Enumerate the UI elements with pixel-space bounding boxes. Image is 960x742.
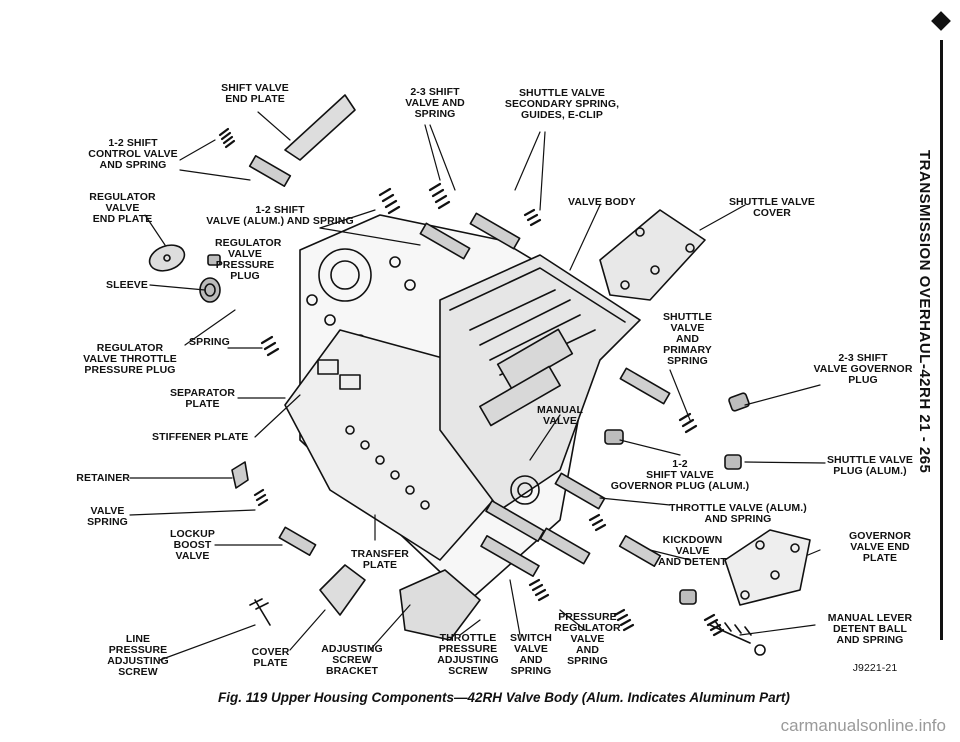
plugs <box>207 254 750 605</box>
label-line-pressure-adjusting-screw: LINE PRESSURE ADJUSTING SCREW <box>107 633 169 678</box>
label-2-3-shift-valve: 2-3 SHIFT VALVE AND SPRING <box>405 86 465 120</box>
label-manual-lever-detent: MANUAL LEVER DETENT BALL AND SPRING <box>827 612 913 646</box>
label-shuttle-valve-primary-spring: SHUTTLE VALVE AND PRIMARY SPRING <box>662 311 713 367</box>
figure-caption: Fig. 119 Upper Housing Components—42RH V… <box>218 690 790 705</box>
label-pressure-regulator-valve: PRESSURE REGULATOR VALVE AND SPRING <box>554 611 621 667</box>
figure-code: J9221-21 <box>852 662 898 674</box>
label-1-2-governor-plug: 1-2 SHIFT VALVE GOVERNOR PLUG (ALUM.) <box>610 458 750 492</box>
label-valve-spring: VALVE SPRING <box>87 505 128 528</box>
label-kickdown-valve: KICKDOWN VALVE AND DETENT <box>658 534 727 568</box>
label-switch-valve: SWITCH VALVE AND SPRING <box>509 632 552 677</box>
governor-valve-end-plate <box>724 529 811 606</box>
label-lockup-boost-valve: LOCKUP BOOST VALVE <box>170 528 215 562</box>
label-throttle-valve: THROTTLE VALVE (ALUM.) AND SPRING <box>669 502 807 525</box>
leader-lines <box>129 111 826 661</box>
label-manual-valve: MANUAL VALVE <box>536 404 584 427</box>
watermark: carmanualsonline.info <box>780 716 946 735</box>
shift-valve-end-plate <box>284 94 356 161</box>
label-shuttle-valve-secondary-spring: SHUTTLE VALVE SECONDARY SPRING, GUIDES, … <box>504 87 620 121</box>
label-separator-plate: SEPARATOR PLATE <box>169 387 236 410</box>
label-2-3-shift-governor-plug: 2-3 SHIFT VALVE GOVERNOR PLUG <box>813 352 913 386</box>
label-valve-body: VALVE BODY <box>568 196 636 208</box>
label-shift-valve-end-plate: SHIFT VALVE END PLATE <box>221 82 289 105</box>
valve-spools <box>248 155 671 577</box>
label-1-2-shift-control-valve: 1-2 SHIFT CONTROL VALVE AND SPRING <box>88 137 178 171</box>
springs <box>218 127 725 637</box>
label-regulator-valve-pressure-plug: REGULATOR VALVE PRESSURE PLUG <box>215 237 282 282</box>
label-transfer-plate: TRANSFER PLATE <box>351 548 409 571</box>
regulator-valve-end-plate <box>148 244 186 272</box>
detent-ball <box>754 644 766 656</box>
label-1-2-shift-valve-alum: 1-2 SHIFT VALVE (ALUM.) AND SPRING <box>206 204 354 227</box>
label-cover-plate: COVER PLATE <box>251 646 290 669</box>
label-sleeve: SLEEVE <box>105 279 148 291</box>
label-spring: SPRING <box>189 336 230 348</box>
retainer <box>231 461 249 489</box>
valve-body <box>439 254 641 511</box>
label-throttle-pressure-adjusting-screw: THROTTLE PRESSURE ADJUSTING SCREW <box>437 632 499 677</box>
label-regulator-valve-end-plate: REGULATOR VALVE END PLATE <box>89 191 156 225</box>
shuttle-valve-cover <box>599 209 706 301</box>
label-adjusting-screw-bracket: ADJUSTING SCREW BRACKET <box>321 643 383 677</box>
label-governor-valve-end-plate: GOVERNOR VALVE END PLATE <box>848 530 912 564</box>
label-regulator-valve-throttle-plug: REGULATOR VALVE THROTTLE PRESSURE PLUG <box>83 342 177 376</box>
label-shuttle-valve-plug: SHUTTLE VALVE PLUG (ALUM.) <box>826 454 914 477</box>
page-edge-rule <box>940 40 943 640</box>
adjusting-screw-bracket <box>399 569 481 641</box>
line-pressure-adjusting-screw <box>249 598 271 626</box>
label-shuttle-valve-cover: SHUTTLE VALVE COVER <box>728 196 816 219</box>
label-stiffener-plate: STIFFENER PLATE <box>152 431 249 443</box>
manual-lever-detent-spring <box>709 620 752 644</box>
label-retainer: RETAINER <box>76 472 130 484</box>
cover-plate <box>319 564 366 616</box>
